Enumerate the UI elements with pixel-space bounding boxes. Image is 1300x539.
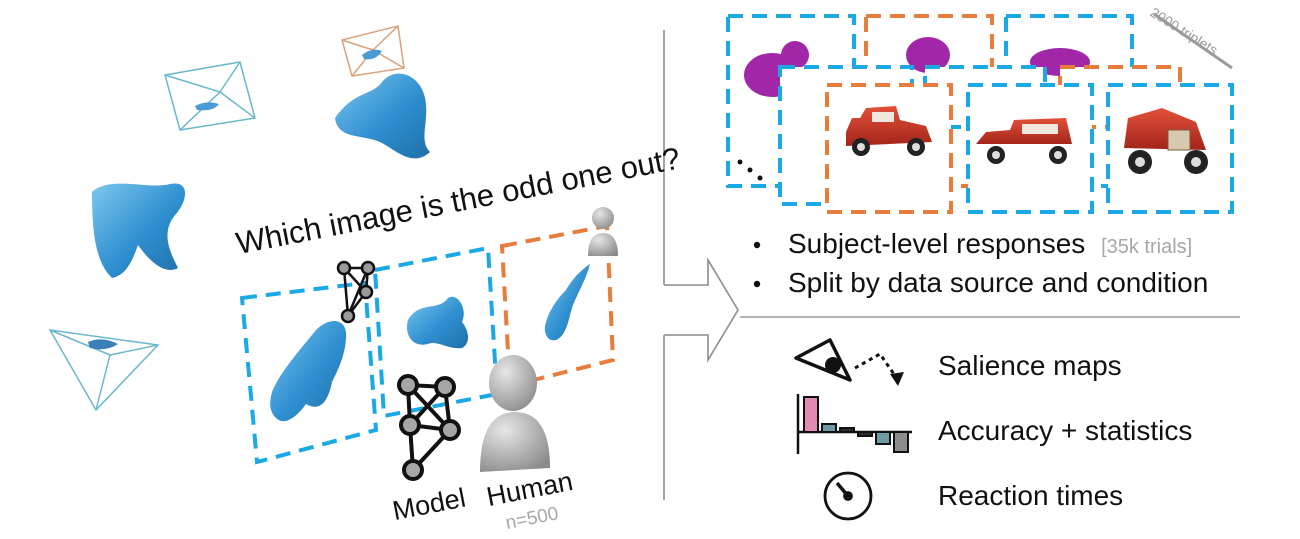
camera-frustum-orange bbox=[341, 25, 405, 77]
dataset-card-blue-2 bbox=[1106, 83, 1234, 214]
trial-count-note: [35k trials] bbox=[1101, 236, 1193, 258]
blob-shape-top bbox=[335, 73, 430, 159]
shape-views-cloud bbox=[48, 25, 430, 412]
bullet-subject-level: Subject-level responses [35k trials] bbox=[788, 228, 1192, 260]
car-image-1 bbox=[846, 106, 932, 156]
trial-image-2 bbox=[372, 245, 500, 419]
bar-chart-icon bbox=[796, 394, 912, 454]
flow-arrow bbox=[663, 30, 739, 500]
dataset-card-orange bbox=[825, 83, 953, 214]
output-reaction-times: Reaction times bbox=[938, 480, 1124, 511]
stopwatch-icon bbox=[823, 471, 873, 521]
trial-shape-3 bbox=[544, 264, 590, 341]
camera-frustum-top bbox=[164, 61, 256, 131]
car-image-2 bbox=[976, 118, 1072, 164]
trial-image-1 bbox=[239, 280, 379, 465]
output-accuracy-statistics: Accuracy + statistics bbox=[938, 415, 1193, 446]
output-salience-maps: Salience maps bbox=[938, 350, 1122, 381]
trial-image-3 bbox=[499, 223, 616, 389]
bullet-split: Split by data source and condition bbox=[788, 267, 1209, 298]
triplets-bracket-line bbox=[1153, 12, 1233, 70]
human-icon-large bbox=[480, 355, 550, 472]
response-bullets bbox=[753, 241, 761, 288]
camera-frustum-bottom bbox=[48, 329, 160, 412]
bullet-subject-level-text: Subject-level responses bbox=[788, 228, 1086, 259]
trial-shape-2 bbox=[406, 296, 468, 349]
image-dataset-stack bbox=[726, 12, 1234, 214]
eye-icon bbox=[794, 338, 904, 386]
network-icon-large bbox=[397, 374, 461, 481]
network-icon-small bbox=[336, 260, 376, 324]
blob-shape-left bbox=[92, 183, 186, 278]
trial-shape-1 bbox=[270, 320, 347, 422]
car-image-3 bbox=[1124, 108, 1208, 174]
ellipsis-dots bbox=[737, 159, 763, 181]
triplet-trial bbox=[239, 207, 618, 481]
dataset-card-blue-1 bbox=[966, 83, 1094, 214]
human-icon-small bbox=[588, 207, 618, 256]
